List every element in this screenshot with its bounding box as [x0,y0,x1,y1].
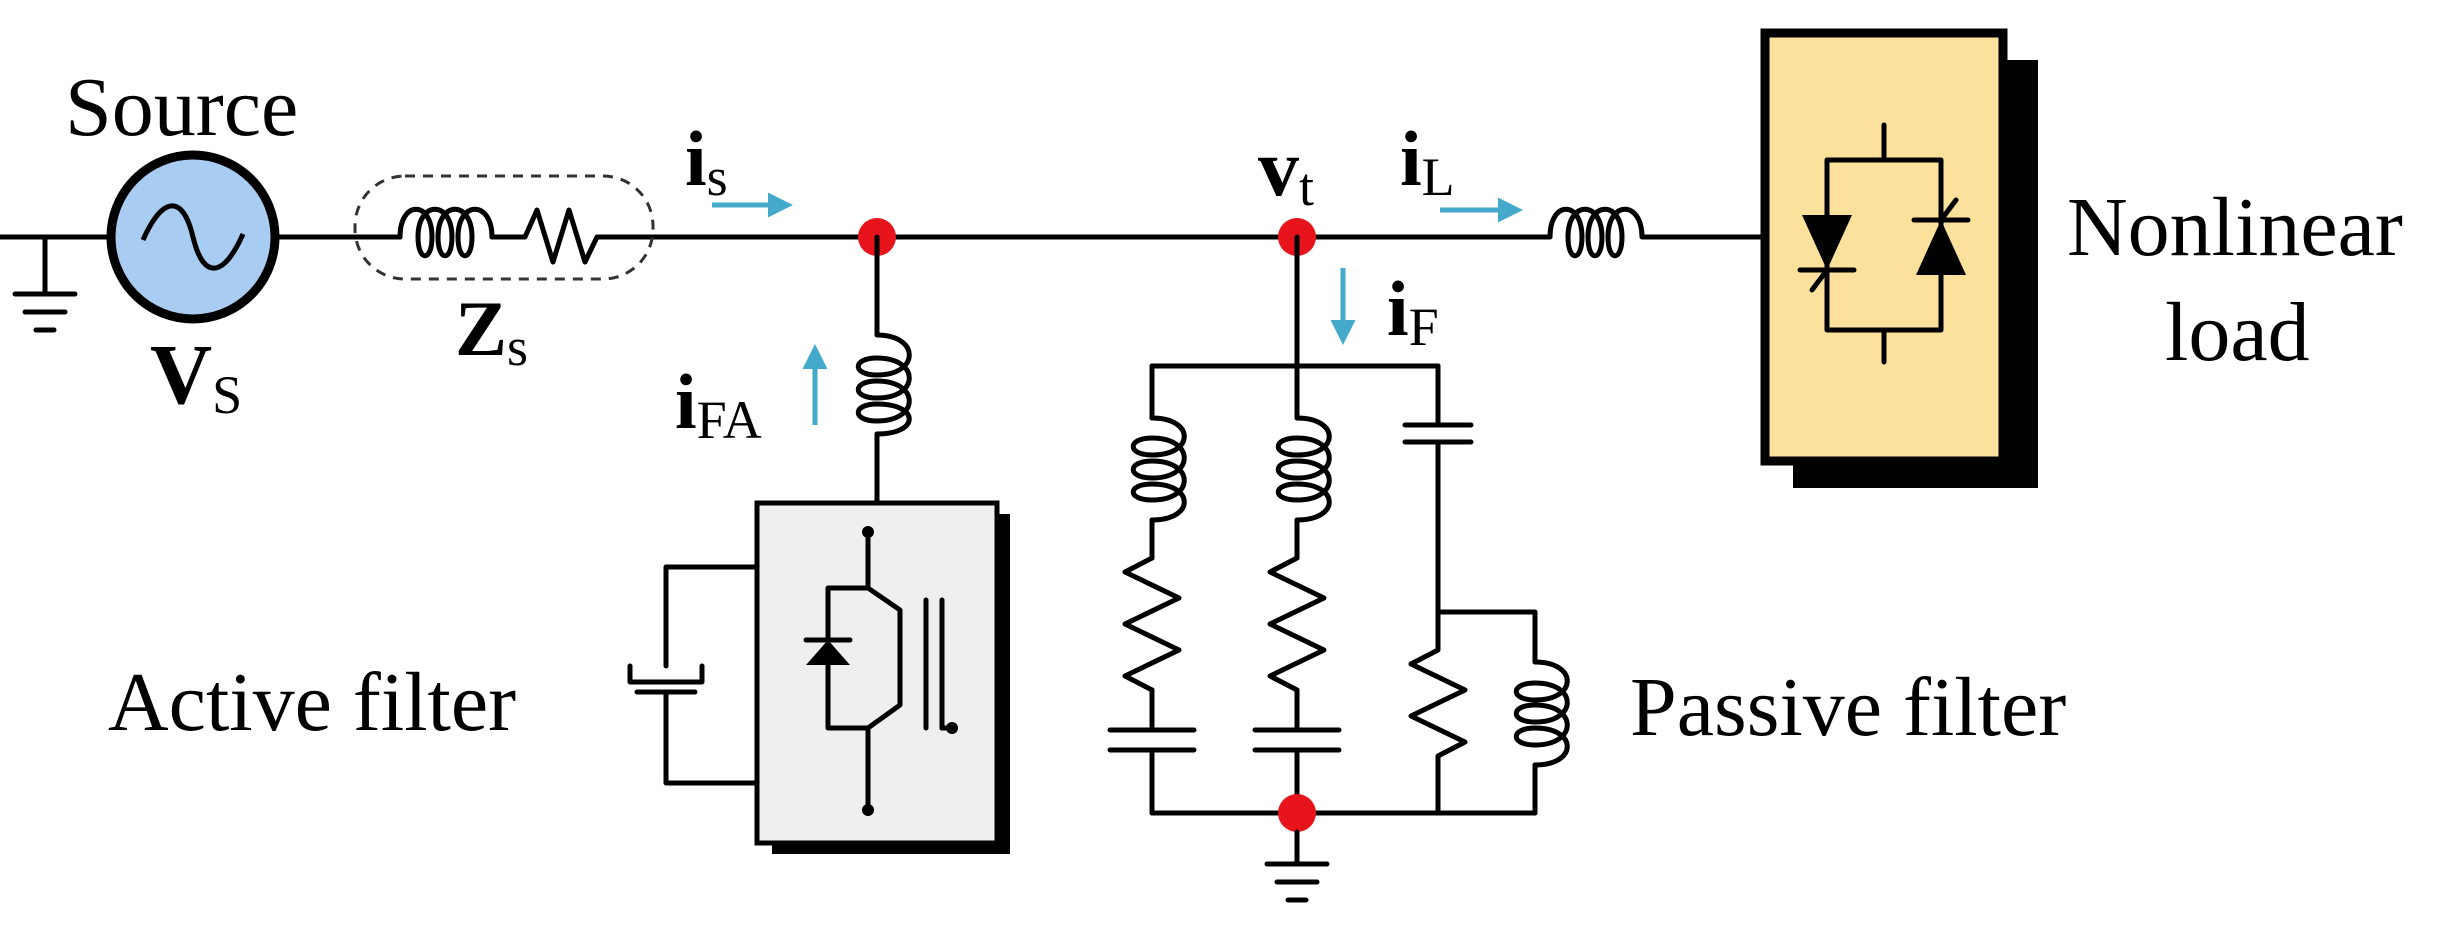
vt-label: vt [1258,122,1314,217]
active-filter-inverter [627,500,1010,854]
igbt-icon [803,526,958,816]
source-label: Source [65,61,298,154]
ac-source-icon [106,150,280,324]
nonlinear-load-label-line1: Nonlinear [2067,181,2403,274]
nonlinear-load [1760,28,2038,488]
ifa-label: iFA [675,358,762,450]
passive-filter [1107,234,1570,816]
source-ground-icon [0,234,115,333]
load-inductor [1547,206,1678,259]
is-label: is [685,115,728,207]
zs-label: Zs [455,285,528,377]
node-ground [1278,794,1316,832]
source-impedance [353,174,655,281]
thyristor-icon [1797,122,1971,365]
nonlinear-load-label-line2: load [2165,286,2310,379]
passive-filter-label: Passive filter [1630,661,2066,754]
active-filter-branch [855,234,912,506]
il-label: iL [1400,115,1455,207]
passive-ground-icon [1264,829,1330,903]
vs-label: VS [150,326,242,425]
if-label: iF [1387,265,1439,357]
active-filter-label: Active filter [108,656,516,749]
